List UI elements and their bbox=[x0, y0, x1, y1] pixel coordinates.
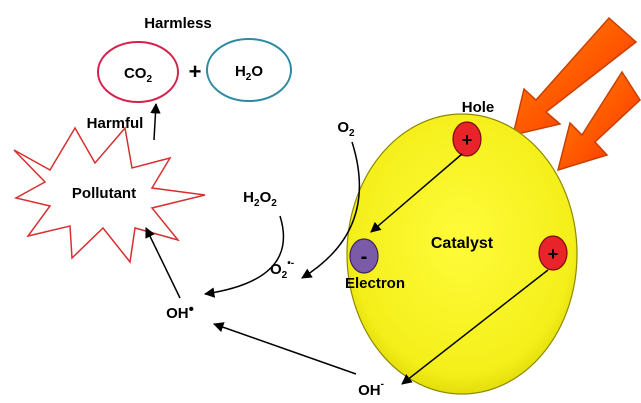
h2o-label: H2O bbox=[235, 63, 263, 83]
electron bbox=[349, 238, 379, 274]
co2-ring bbox=[97, 41, 179, 103]
oh-radical-label: OH• bbox=[166, 301, 194, 322]
electron-sign: - bbox=[361, 246, 368, 268]
superoxide-label: O2•- bbox=[270, 258, 294, 281]
harmless-label: Harmless bbox=[144, 15, 212, 32]
arrow-oh-radical-to-pollutant bbox=[145, 227, 181, 299]
arrow-hydroxide-to-oh-radical bbox=[213, 322, 357, 375]
hole-label: Hole bbox=[462, 99, 495, 116]
h2o-ring bbox=[206, 38, 292, 102]
hydroxide-label: OH- bbox=[358, 379, 384, 399]
o2-label: O2 bbox=[337, 119, 355, 139]
pollutant-label: Pollutant bbox=[72, 185, 136, 202]
h2o2-label: H2O2 bbox=[243, 189, 277, 209]
arrow-h2o2-to-oh-radical bbox=[203, 215, 285, 298]
catalyst-particle bbox=[346, 113, 578, 395]
arrow-o2-to-superoxide bbox=[301, 141, 361, 279]
light-arrows bbox=[511, 16, 641, 172]
arrow-hole-to-electron bbox=[370, 153, 463, 233]
pollutant-burst bbox=[13, 126, 206, 264]
hole-top bbox=[452, 121, 482, 157]
hole-top-sign: + bbox=[462, 130, 473, 150]
arrow-pollutant-to-products bbox=[150, 102, 161, 141]
catalyst-label: Catalyst bbox=[431, 235, 494, 252]
hole-right-sign: + bbox=[548, 244, 559, 264]
hole-right bbox=[538, 235, 568, 271]
co2-label: CO2 bbox=[124, 65, 153, 85]
light-arrow-lower bbox=[556, 70, 641, 172]
harmful-label: Harmful bbox=[87, 115, 144, 132]
plus-sign: + bbox=[189, 59, 202, 84]
arrow-hole-to-hydroxide bbox=[401, 269, 549, 385]
light-arrow-upper bbox=[511, 16, 638, 137]
electron-label: Electron bbox=[345, 275, 405, 292]
